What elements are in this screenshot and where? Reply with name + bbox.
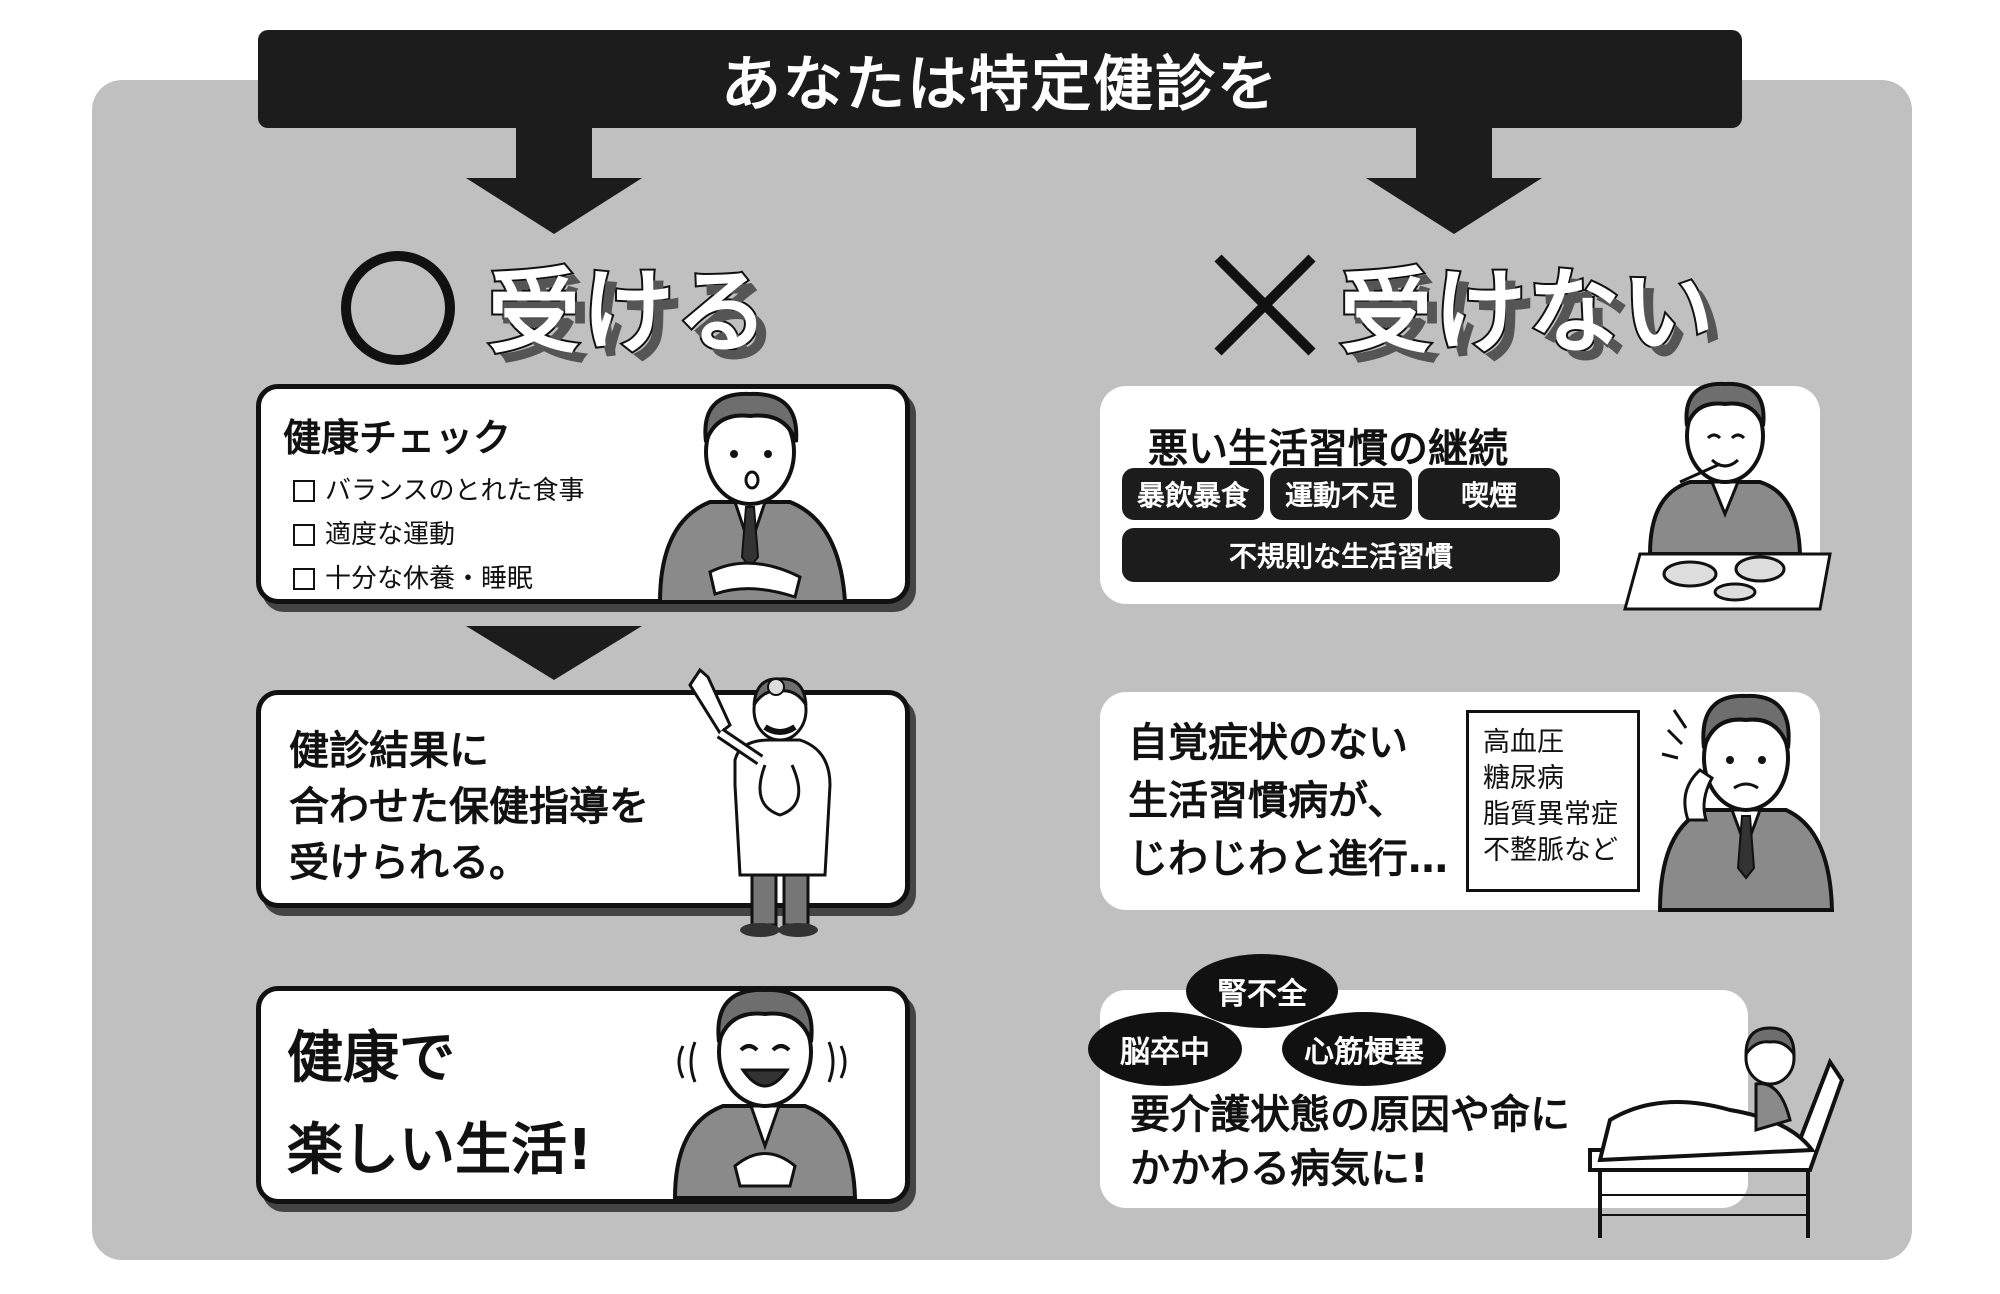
disease-item: 脂質異常症 xyxy=(1483,799,1618,830)
guidance-text: 健診結果に 合わせた保健指導を 受けられる。 xyxy=(289,728,649,886)
checklist-item: バランスのとれた食事 xyxy=(293,469,584,513)
habit-tag: 暴飲暴食 xyxy=(1122,468,1264,520)
laughing-man-illustration xyxy=(672,987,858,1200)
disease-list: 高血圧 糖尿病 脂質異常症 不整脈など xyxy=(1466,710,1640,892)
checkbox-icon xyxy=(293,480,315,502)
disease-item: 高血圧 xyxy=(1483,727,1564,758)
eating-man-illustration xyxy=(1623,381,1832,611)
checklist-item-label: バランスのとれた食事 xyxy=(325,476,585,506)
cross-icon xyxy=(1214,254,1316,356)
checkbox-icon xyxy=(293,524,315,546)
worried-man-illustration xyxy=(1657,693,1835,912)
habit-tag-wide: 不規則な生活習慣 xyxy=(1122,528,1560,582)
checkbox-icon xyxy=(293,568,315,590)
checklist-item-label: 適度な運動 xyxy=(325,520,456,550)
middle-down-arrow xyxy=(466,626,642,680)
health-check-card: 健康チェック バランスのとれた食事 適度な運動 十分な休養・睡眠 xyxy=(256,384,910,604)
bad-habits-title: 悪い生活習慣の継続 xyxy=(1148,426,1508,472)
left-down-arrow xyxy=(466,128,642,234)
checklist-item: 適度な運動 xyxy=(293,513,584,557)
habit-tag: 喫煙 xyxy=(1418,468,1560,520)
circle-icon xyxy=(341,251,455,365)
habit-tag: 運動不足 xyxy=(1270,468,1412,520)
progressing-disease-text: 自覚症状のない 生活習慣病が、 じわじわと進行… xyxy=(1128,720,1448,882)
title-banner: あなたは特定健診を xyxy=(258,30,1742,128)
doctor-illustration xyxy=(688,667,832,937)
checklist-item-label: 十分な休養・睡眠 xyxy=(325,564,534,594)
receive-heading: 受ける xyxy=(486,257,771,368)
health-check-title: 健康チェック xyxy=(283,416,512,460)
not-receive-heading: 受けない xyxy=(1338,257,1717,368)
illness-bubble: 脳卒中 xyxy=(1088,1012,1242,1086)
thinking-man-illustration xyxy=(657,391,848,604)
illness-bubble: 腎不全 xyxy=(1186,954,1338,1028)
right-down-arrow xyxy=(1366,128,1542,234)
checklist: バランスのとれた食事 適度な運動 十分な休養・睡眠 xyxy=(293,469,584,601)
illness-bubble: 心筋梗塞 xyxy=(1282,1012,1446,1086)
disease-item: 糖尿病 xyxy=(1483,763,1564,794)
happy-life-text: 健康で 楽しい生活! xyxy=(287,1026,593,1183)
checklist-item: 十分な休養・睡眠 xyxy=(293,557,584,601)
serious-illness-text: 要介護状態の原因や命に かかわる病気に! xyxy=(1130,1092,1570,1192)
disease-item: 不整脈など xyxy=(1483,835,1618,866)
bedridden-patient-illustration xyxy=(1588,1026,1845,1238)
